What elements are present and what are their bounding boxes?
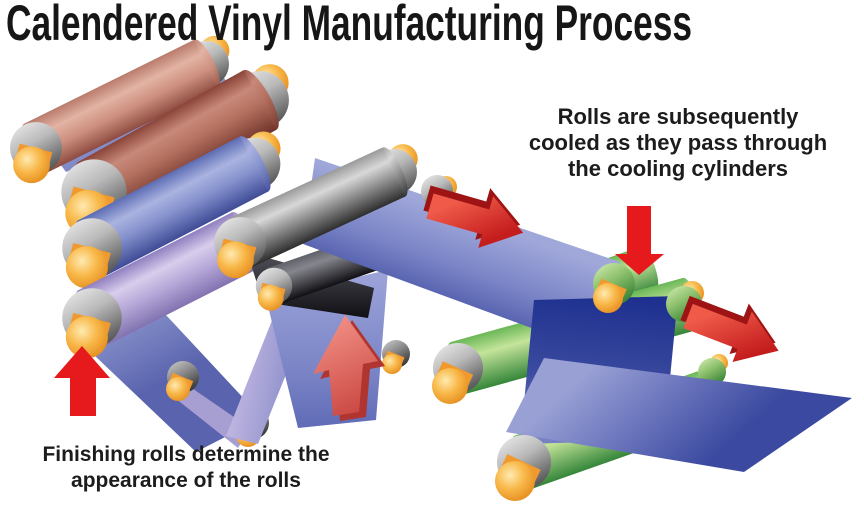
calender-roller-1	[61, 64, 289, 237]
cooling-annotation-line-1: Rolls are subsequently	[558, 104, 800, 129]
take-off-roller	[214, 144, 418, 279]
cooling-cylinder-2-cap	[432, 343, 483, 404]
guide-roller-1	[166, 361, 199, 401]
finishing-arrow-up	[54, 346, 110, 416]
cooling-cylinder-3-right-cap	[698, 354, 728, 386]
flow-arrow-right	[426, 193, 524, 248]
cooling-arrow-down	[615, 206, 664, 275]
cooling-cylinder-3-cap	[495, 435, 551, 501]
page-title: Calendered Vinyl Manufacturing Process	[6, 0, 692, 51]
tension-arrow-up	[313, 315, 378, 416]
wrap-roller	[382, 340, 410, 374]
cooling-cylinder-1-cap	[593, 263, 635, 313]
finishing-annotation-line-1: Finishing rolls determine the	[42, 443, 329, 466]
feed-roller	[10, 35, 230, 184]
finishing-annotation-line-2: appearance of the rolls	[71, 469, 301, 492]
sheet-exit	[506, 358, 852, 472]
calender-roller-2	[62, 131, 281, 289]
cooling-annotation-line-2: cooled as they pass through	[529, 130, 827, 155]
exit-arrow	[683, 303, 779, 362]
cooling-annotation-line-3: the cooling cylinders	[568, 156, 788, 181]
